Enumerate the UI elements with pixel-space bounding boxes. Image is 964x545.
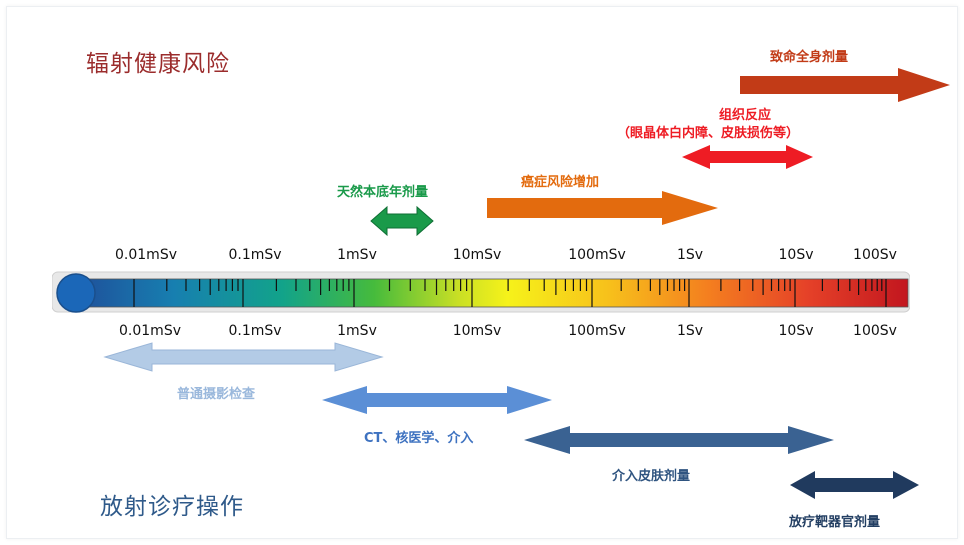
top-tick-label: 100Sv (853, 247, 897, 263)
dose-scale-bar (52, 271, 910, 313)
tissue-reaction-label: 组织反应 (718, 108, 771, 123)
bottom-tick-label: 100Sv (853, 323, 897, 339)
risk-heading: 辐射健康风险 (86, 51, 230, 77)
radiography-label: 普通摄影检查 (177, 387, 256, 402)
bottom-tick-label: 10mSv (452, 323, 502, 339)
radiotherapy-label: 放疗靶器官剂量 (789, 515, 881, 530)
ct-label: CT、核医学、介入 (364, 431, 474, 446)
slide-frame (6, 6, 958, 539)
top-tick-label: 100mSv (568, 247, 626, 263)
top-tick-label: 0.1mSv (228, 247, 282, 263)
interventional-label: 介入皮肤剂量 (612, 469, 691, 484)
bottom-tick-label: 0.1mSv (228, 323, 282, 339)
top-tick-label: 1Sv (676, 247, 704, 263)
tissue-reaction-sublabel: （眼晶体白内障、皮肤损伤等） (617, 126, 800, 141)
bottom-tick-label: 1Sv (676, 323, 704, 339)
bottom-tick-label: 1mSv (337, 323, 377, 339)
natural-background-label: 天然本底年剂量 (337, 185, 429, 200)
bottom-tick-label: 10Sv (778, 323, 814, 339)
top-tick-label: 1mSv (337, 247, 377, 263)
bottom-tick-label: 100mSv (568, 323, 626, 339)
top-tick-label: 10mSv (452, 247, 502, 263)
cancer-risk-label: 癌症风险增加 (521, 175, 600, 190)
top-tick-label: 0.01mSv (115, 247, 177, 263)
bottom-tick-label: 0.01mSv (119, 323, 181, 339)
top-tick-label: 10Sv (778, 247, 814, 263)
lethal-dose-label: 致命全身剂量 (770, 50, 849, 65)
ops-heading: 放射诊疗操作 (100, 494, 244, 520)
